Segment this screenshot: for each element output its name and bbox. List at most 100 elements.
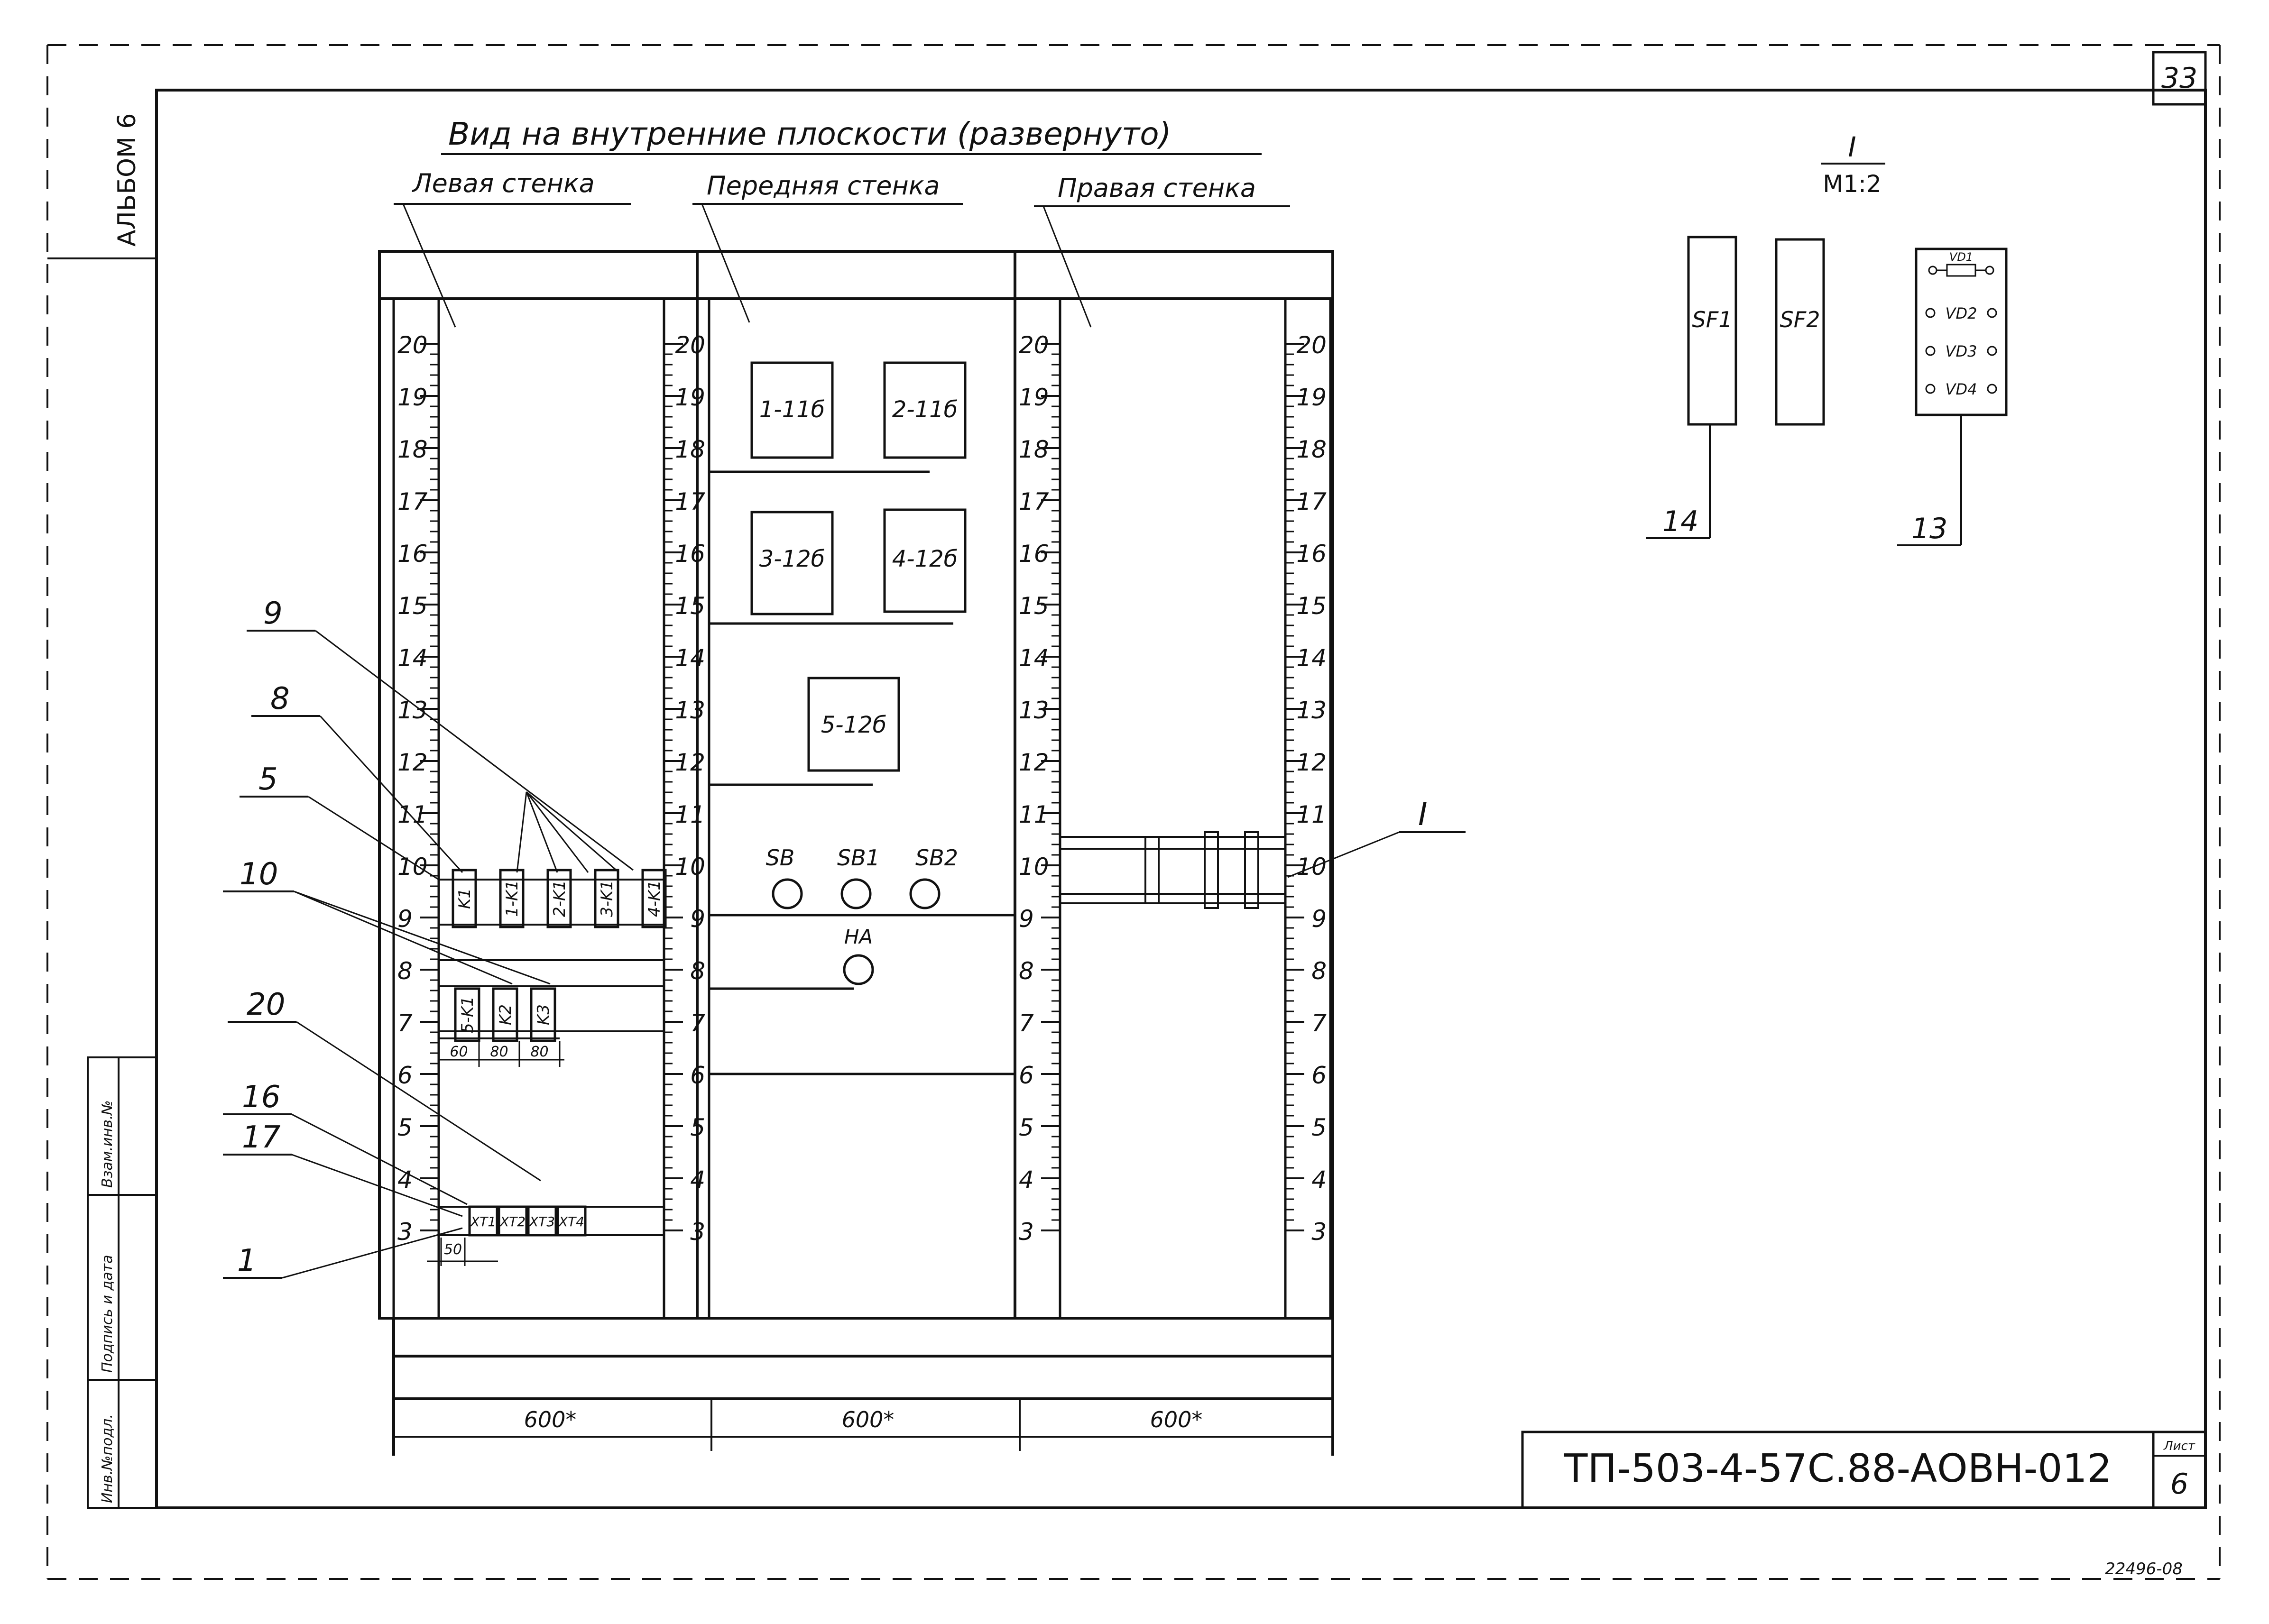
scale-label-left-wall-right-14: 14: [675, 644, 705, 672]
breaker-sf2: [1775, 238, 1825, 426]
scale-label-right-wall-right-13: 13: [1296, 697, 1327, 724]
scale-label-right-wall-left-20: 20: [1019, 331, 1049, 359]
scale-label-left-wall-right-3: 3: [690, 1218, 705, 1246]
scale-label-left-wall-right-8: 8: [690, 957, 705, 985]
breaker-sf1: [1687, 236, 1737, 426]
scale-label-left-wall-right-7: 7: [690, 1009, 705, 1037]
diode-vd1-label: VD1: [1949, 250, 1973, 264]
scale-label-right-wall-right-16: 16: [1296, 540, 1327, 568]
scale-label-right-wall-right-3: 3: [1311, 1218, 1327, 1246]
scale-label-left-wall-right-5: 5: [690, 1114, 705, 1141]
sheet-number-box: [2152, 51, 2207, 106]
scale-label-left-wall-left-17: 17: [397, 488, 428, 515]
callout-13: 13: [1897, 415, 1962, 546]
scale-label-left-wall-left-16: 16: [397, 540, 428, 568]
scale-label-left-wall-right-20: 20: [675, 331, 705, 359]
button-sb1: SB1: [837, 845, 880, 909]
row9-relay-4: [594, 869, 619, 928]
scale-label-right-wall-right-7: 7: [1311, 1009, 1327, 1037]
scale-label-left-wall-left-11: 11: [397, 801, 428, 828]
button-sb: SB: [766, 845, 803, 909]
scale-label-right-wall-right-4: 4: [1311, 1166, 1327, 1193]
callout-16-label: 16: [242, 1080, 280, 1115]
scale-label-left-wall-right-12: 12: [675, 749, 705, 776]
scale-label-left-wall-left-10: 10: [397, 853, 428, 881]
dim-row7-label-1: 60: [450, 1044, 468, 1060]
callout-20: 20: [228, 987, 541, 1182]
terminal-label-2: XT2: [499, 1214, 526, 1229]
inner-frame: [155, 89, 2207, 1509]
detail-scale: М1:2: [1823, 170, 1882, 198]
scale-label-right-wall-right-17: 17: [1296, 488, 1327, 515]
detail-view: I М1:2 SF1 SF2 VD1 VD2 VD3 VD4: [1646, 131, 2008, 546]
diode-vd3-label: VD3: [1946, 342, 1977, 360]
scale-label-left-wall-left-18: 18: [397, 436, 428, 463]
rail-scales: 3456789101112131415161718192034567891011…: [397, 331, 1327, 1246]
scale-label-right-wall-right-14: 14: [1296, 644, 1327, 672]
row9-relay-label-3: 2-K1: [550, 880, 569, 917]
front-device-3: 3-12б: [750, 511, 834, 615]
front-device-4: 4-12б: [883, 508, 967, 613]
callout-14: 14: [1646, 424, 1711, 539]
terminal-2: [498, 1205, 528, 1237]
width-right: 600*: [1150, 1407, 1203, 1432]
right-wall-rail: [1060, 831, 1285, 909]
scale-label-left-wall-right-6: 6: [690, 1062, 705, 1089]
terminal-4: [556, 1205, 587, 1237]
scale-label-left-wall-right-9: 9: [690, 905, 705, 933]
callout-10: 10: [223, 857, 551, 985]
scale-label-left-wall-right-4: 4: [690, 1166, 705, 1193]
button-sb2: SB2: [909, 845, 958, 909]
callout-9-label: 9: [263, 596, 283, 631]
front-device-5-label: 5-12б: [821, 712, 887, 738]
callout-17-label: 17: [242, 1120, 281, 1155]
row9-relay-label-4: 3-K1: [598, 880, 617, 917]
callout-9: 9: [247, 596, 634, 873]
terminal-label-4: XT4: [558, 1214, 584, 1229]
callout-1: 1: [223, 1227, 463, 1279]
scale-label-right-wall-right-12: 12: [1296, 749, 1327, 776]
front-device-3-label: 3-12б: [759, 546, 825, 572]
row7-relay-label-3: K3: [534, 1004, 553, 1025]
list-label: Лист: [2163, 1439, 2195, 1453]
scale-label-left-wall-left-15: 15: [397, 592, 428, 620]
callout-14-label: 14: [1662, 505, 1698, 538]
title-block: ТП-503-4-57С.88-АОВН-012 Лист 6: [1521, 1431, 2207, 1509]
scale-label-right-wall-left-8: 8: [1019, 957, 1034, 985]
callout-8: 8: [251, 681, 463, 873]
callout-I-label: I: [1418, 796, 1427, 833]
lamp-ha-label: HA: [844, 925, 873, 948]
scale-label-left-wall-right-16: 16: [675, 540, 705, 568]
callout-13-label: 13: [1911, 512, 1947, 545]
button-sb-label: SB: [766, 845, 795, 871]
callout-5-label: 5: [258, 762, 278, 797]
scale-label-right-wall-left-9: 9: [1019, 905, 1034, 933]
width-dimensions: [394, 1399, 1333, 1451]
width-left: 600*: [524, 1407, 577, 1432]
scale-label-left-wall-left-13: 13: [397, 697, 428, 724]
left-relay-rail-7: [439, 985, 664, 1039]
diode-vd3: VD3: [1925, 342, 1997, 360]
terminal-label-3: XT3: [528, 1214, 555, 1229]
callout-5: 5: [240, 762, 439, 881]
front-device-5: 5-12б: [807, 677, 900, 772]
scale-label-right-wall-left-7: 7: [1019, 1009, 1034, 1037]
scale-label-left-wall-left-8: 8: [397, 957, 413, 985]
front-device-1: 1-11б: [750, 361, 834, 459]
breaker-sf2-label: SF2: [1780, 307, 1820, 332]
row7-relay-3: [530, 987, 556, 1042]
scale-label-right-wall-left-19: 19: [1019, 384, 1049, 411]
diode-vd4-label: VD4: [1946, 380, 1977, 398]
callout-8-label: 8: [270, 681, 290, 716]
scale-label-left-wall-right-18: 18: [675, 436, 705, 463]
scale-label-left-wall-right-17: 17: [675, 488, 705, 515]
scale-label-right-wall-left-15: 15: [1019, 592, 1049, 620]
scale-label-left-wall-right-10: 10: [675, 853, 705, 881]
diode-vd1: VD1: [1928, 250, 1994, 277]
scale-label-left-wall-left-6: 6: [397, 1062, 413, 1089]
scale-label-right-wall-left-14: 14: [1019, 644, 1049, 672]
dim-row7-label-3: 80: [530, 1044, 548, 1060]
scale-label-right-wall-left-18: 18: [1019, 436, 1049, 463]
